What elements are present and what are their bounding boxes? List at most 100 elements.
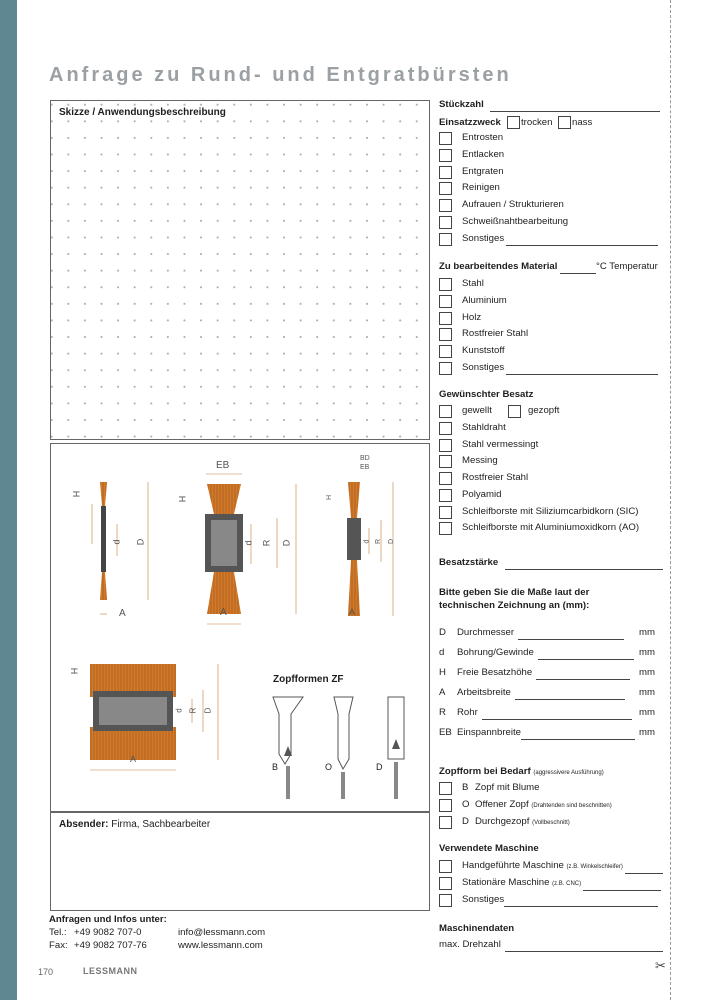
- checkbox-zopf-durchgezopf[interactable]: [439, 816, 452, 829]
- option-schweissnaht: Schweißnahtbearbeitung: [462, 216, 569, 227]
- stationaer-field[interactable]: [583, 880, 662, 891]
- checkbox-einsatz-sonstiges[interactable]: [439, 233, 452, 246]
- disc-brush-thin: [91, 482, 149, 615]
- option-stationaer: Stationäre Maschine (z.B. CNC): [462, 876, 662, 891]
- checkbox-reinigen[interactable]: [439, 182, 452, 195]
- checkbox-gezopft[interactable]: [508, 405, 521, 418]
- sender-box[interactable]: Absender: Firma, Sachbearbeiter: [50, 812, 430, 911]
- option-einsatz-sonstiges: Sonstiges: [462, 232, 659, 246]
- option-messing: Messing: [462, 455, 498, 466]
- contact-web[interactable]: www.lessmann.com: [178, 940, 263, 951]
- checkbox-entrosten[interactable]: [439, 132, 452, 145]
- option-gewellt: gewellt: [462, 405, 492, 416]
- checkbox-entgraten[interactable]: [439, 166, 452, 179]
- dim-label-R2: R: [261, 539, 272, 547]
- dim-label-d3: d: [363, 539, 371, 544]
- einsatzzweck-label: Einsatzzweck: [439, 117, 501, 128]
- checkbox-polyamid[interactable]: [439, 489, 452, 502]
- lessmann-logo: LESSMANN: [83, 966, 138, 976]
- besatzstaerke-row: Besatzstärke: [439, 556, 663, 570]
- checkbox-stahldraht[interactable]: [439, 422, 452, 435]
- option-holz: Holz: [462, 312, 482, 323]
- checkbox-holz[interactable]: [439, 312, 452, 325]
- checkbox-rostfrei[interactable]: [439, 328, 452, 341]
- temperature-field[interactable]: [560, 263, 597, 274]
- checkbox-maschine-sonstiges[interactable]: [439, 894, 452, 907]
- option-maschine-sonstiges: Sonstiges: [462, 893, 659, 907]
- besatzstaerke-field[interactable]: [504, 559, 663, 570]
- option-entrosten: Entrosten: [462, 132, 504, 143]
- handgefuehrt-field[interactable]: [624, 863, 663, 874]
- checkbox-vermessingt[interactable]: [439, 439, 452, 452]
- option-kunststoff: Kunststoff: [462, 345, 505, 356]
- field-besatzhoehe[interactable]: [536, 669, 631, 680]
- dim-label-D1: D: [135, 538, 146, 546]
- dim-label-BD3: BD: [360, 455, 370, 462]
- dim-label-D4: D: [203, 707, 213, 714]
- stueckzahl-field[interactable]: [490, 101, 661, 112]
- besatzstaerke-label: Besatzstärke: [439, 557, 499, 568]
- zopf-label-b: B: [272, 762, 279, 772]
- maschine-sonstiges-field[interactable]: [504, 896, 659, 907]
- checkbox-entlacken[interactable]: [439, 149, 452, 162]
- checkbox-handgefuehrt[interactable]: [439, 860, 452, 873]
- checkbox-stahl[interactable]: [439, 278, 452, 291]
- dim-label-h4: H: [69, 667, 80, 675]
- field-bohrung[interactable]: [537, 649, 634, 660]
- trocken-checkbox[interactable]: [507, 116, 520, 129]
- field-einspannbreite[interactable]: [521, 729, 636, 740]
- checkbox-kunststoff[interactable]: [439, 345, 452, 358]
- masse-heading-2: technischen Zeichnung an (mm):: [439, 600, 590, 611]
- checkbox-zopf-blume[interactable]: [439, 782, 452, 795]
- option-reinigen: Reinigen: [462, 182, 500, 193]
- field-durchmesser[interactable]: [518, 629, 625, 640]
- option-material-sonstiges: Sonstiges: [462, 361, 659, 375]
- page-number: 170: [38, 967, 54, 977]
- checkbox-schweissnaht[interactable]: [439, 216, 452, 229]
- trocken-label: trocken: [521, 117, 553, 128]
- maschine-heading: Verwendete Maschine: [439, 843, 539, 854]
- checkbox-aufrauen[interactable]: [439, 199, 452, 212]
- einsatz-sonstiges-field[interactable]: [506, 235, 659, 246]
- contact-block: Anfragen und Infos unter: Tel.:+49 9082 …: [49, 913, 265, 952]
- checkbox-gewellt[interactable]: [439, 405, 452, 418]
- sketch-label: Skizze / Anwendungsbeschreibung: [59, 107, 230, 118]
- dim-label-A4: A: [130, 754, 137, 764]
- contact-heading: Anfragen und Infos unter:: [49, 914, 167, 925]
- checkbox-aluminium[interactable]: [439, 295, 452, 308]
- field-arbeitsbreite[interactable]: [514, 689, 625, 700]
- field-rohr[interactable]: [481, 709, 632, 720]
- dim-label-R4: R: [188, 707, 198, 714]
- besatz-label: Gewünschter Besatz: [439, 389, 534, 400]
- dim-label-h3: H: [326, 494, 334, 501]
- option-polyamid: Polyamid: [462, 489, 502, 500]
- zopfformen-title: Zopfformen ZF: [273, 674, 344, 685]
- checkbox-material-sonstiges[interactable]: [439, 362, 452, 375]
- dim-label-A2: A: [220, 607, 227, 618]
- checkbox-zopf-offen[interactable]: [439, 799, 452, 812]
- roller-brush: [90, 664, 219, 771]
- drehzahl-row: max. Drehzahl: [439, 938, 663, 952]
- dim-label-R3: R: [375, 538, 383, 545]
- material-sonstiges-field[interactable]: [506, 364, 659, 375]
- checkbox-messing[interactable]: [439, 455, 452, 468]
- sketch-area[interactable]: Skizze / Anwendungsbeschreibung: [50, 100, 430, 440]
- perforation-line: [670, 0, 671, 1000]
- checkbox-ao[interactable]: [439, 522, 452, 535]
- checkbox-stationaer[interactable]: [439, 877, 452, 890]
- checkbox-besatz-rostfrei[interactable]: [439, 472, 452, 485]
- nass-label: nass: [572, 117, 593, 128]
- option-handgefuehrt: Handgeführte Maschine (z.B. Winkelschlei…: [462, 859, 663, 874]
- drehzahl-field[interactable]: [504, 941, 663, 952]
- nass-checkbox[interactable]: [558, 116, 571, 129]
- contact-email[interactable]: info@lessmann.com: [178, 927, 266, 938]
- checkbox-sic[interactable]: [439, 506, 452, 519]
- brush-drawings: [90, 473, 405, 799]
